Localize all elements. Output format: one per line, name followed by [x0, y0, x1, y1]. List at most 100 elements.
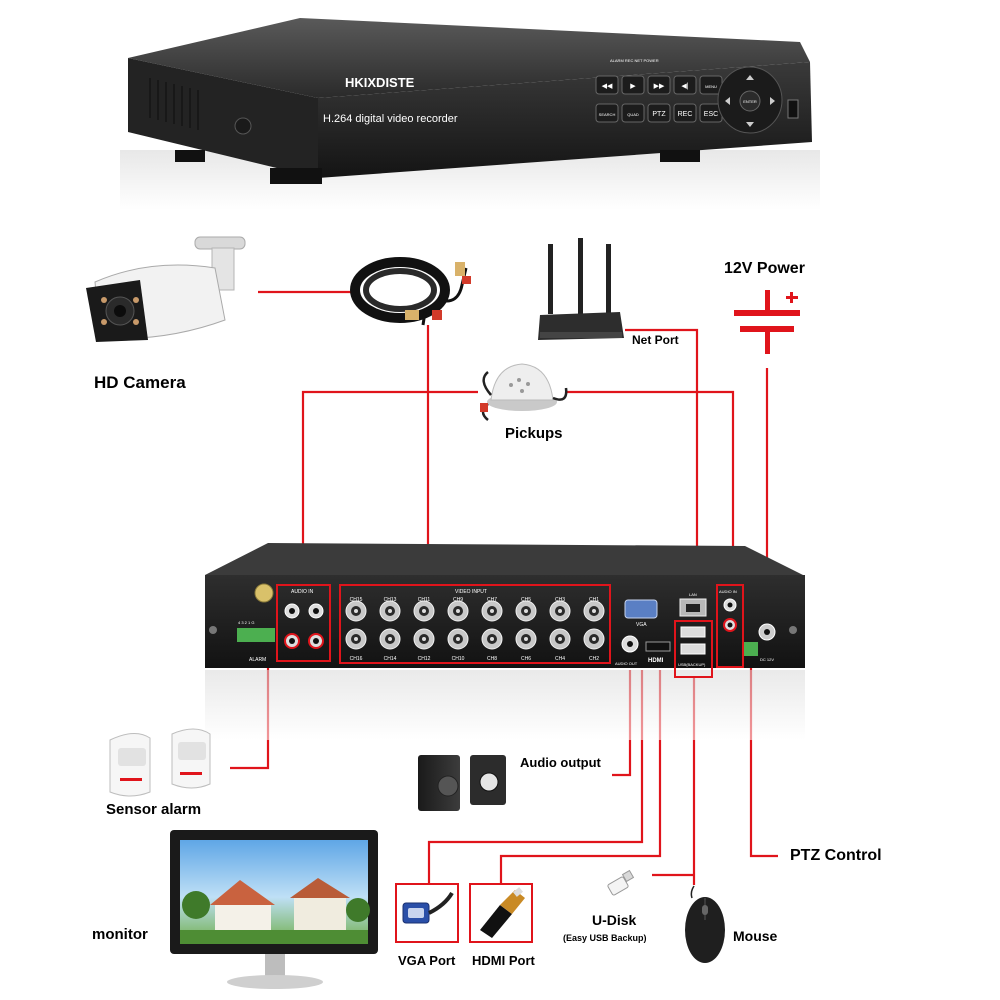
dvr-top-cover — [128, 18, 810, 98]
dpad-right-icon[interactable] — [770, 97, 775, 105]
screw-icon — [209, 626, 217, 634]
bnc-input-ch1[interactable] — [583, 600, 605, 622]
pir-lens — [118, 748, 146, 766]
camera-mount — [194, 236, 246, 250]
hdmi-port-label: HDMI Port — [472, 953, 536, 968]
udisk-label: U-Disk — [592, 912, 637, 928]
bnc-input-ch4[interactable] — [549, 628, 571, 650]
bnc-connector-icon — [455, 262, 465, 276]
sensor-alarms — [109, 728, 211, 797]
usb-port[interactable] — [680, 626, 706, 638]
mouse-icon — [685, 885, 725, 963]
pir-lens — [178, 742, 206, 760]
usb-port[interactable] — [680, 643, 706, 655]
front-button-top-1[interactable]: ▶ — [621, 75, 645, 95]
bnc-input-ch3[interactable] — [549, 600, 571, 622]
lawn — [180, 930, 368, 944]
bnc-input-ch15[interactable] — [345, 600, 367, 622]
bnc-input-ch2[interactable] — [583, 628, 605, 650]
house-roof — [210, 880, 275, 905]
alarm-label: ALARM — [249, 657, 266, 663]
bnc-input-ch9[interactable] — [447, 600, 469, 622]
channel-label: CH2 — [589, 656, 599, 662]
front-button-bottom-3[interactable]: REC — [673, 103, 697, 123]
vent-slots — [149, 78, 199, 130]
audio-in-right-title: AUDIO IN — [719, 589, 737, 594]
front-button-top-0[interactable]: ◀◀ — [595, 75, 619, 95]
audio-in-right-jack-center — [727, 602, 733, 608]
audio-out-jack-center — [627, 641, 633, 647]
alarm-terminal-block[interactable] — [237, 628, 275, 642]
mouse-label: Mouse — [733, 928, 778, 944]
bnc-input-ch12[interactable] — [413, 628, 435, 650]
bnc-input-ch7[interactable] — [481, 600, 503, 622]
front-button-bottom-1[interactable]: QUAD — [621, 103, 645, 123]
ir-led — [101, 319, 107, 325]
pickup-to-audio-in-left-wire — [301, 390, 478, 590]
hdmi-port-text: HDMI — [648, 658, 664, 664]
front-button-label: ▶▶ — [654, 83, 665, 90]
mouse-wheel — [702, 905, 708, 915]
bnc-input-ch16[interactable] — [345, 628, 367, 650]
hdmi-cable-box — [469, 883, 533, 943]
dpad-enter-label: ENTER — [743, 99, 757, 104]
monitor-neck — [265, 954, 285, 976]
dpad-left-icon[interactable] — [725, 97, 730, 105]
ir-led — [101, 297, 107, 303]
front-button-top-2[interactable]: ▶▶ — [647, 75, 671, 95]
ptz-rs485-terminal[interactable] — [744, 642, 758, 656]
house-wall — [215, 905, 271, 933]
bnc-input-ch10[interactable] — [447, 628, 469, 650]
pir-led-strip — [120, 778, 142, 781]
front-button-bottom-2[interactable]: PTZ — [647, 103, 671, 123]
ground-screw-icon — [254, 583, 274, 603]
usb-text: USB(BACKUP) — [678, 662, 706, 667]
bnc-input-ch13[interactable] — [379, 600, 401, 622]
bnc-connector-icon — [405, 310, 419, 320]
navigation-dpad[interactable]: ENTER — [717, 66, 783, 134]
dpad-down-icon[interactable] — [746, 122, 754, 127]
channel-label: CH5 — [521, 597, 531, 603]
front-button-top-4[interactable]: MENU — [699, 75, 723, 95]
channel-label: CH6 — [521, 656, 531, 662]
front-button-label: SEARCH — [599, 112, 616, 117]
router — [538, 238, 624, 340]
channel-label: CH4 — [555, 656, 565, 662]
power-label: 12V Power — [724, 260, 805, 277]
hdmi-port[interactable] — [645, 641, 671, 652]
dvr-foot — [270, 168, 322, 184]
front-button-bottom-0[interactable]: SEARCH — [595, 103, 619, 123]
video-input-highlight — [339, 584, 611, 664]
channel-label: CH8 — [487, 656, 497, 662]
router-antenna — [578, 238, 583, 314]
dvr-back-reflection — [205, 670, 805, 740]
dvr-back-top — [205, 543, 805, 576]
audio-in-right-highlight — [716, 584, 744, 668]
bnc-input-ch11[interactable] — [413, 600, 435, 622]
bnc-input-ch8[interactable] — [481, 628, 503, 650]
pir-led-strip — [180, 772, 202, 775]
dvr-back-unit: 4 3 2 1 G ALARM AUDIO IN VIDEO INPUT CH1… — [205, 543, 805, 740]
router-to-lan-wire — [625, 328, 699, 592]
vga-port[interactable] — [624, 599, 658, 619]
channel-label: CH7 — [487, 597, 497, 603]
bnc-input-ch14[interactable] — [379, 628, 401, 650]
brand-logo: HKIXDISTE — [345, 75, 415, 90]
dc-text: DC 12V — [760, 657, 774, 662]
model-text: H.264 digital video recorder — [323, 113, 458, 125]
router-front-strip — [540, 332, 622, 338]
audio-in-left-jacks[interactable] — [284, 603, 324, 649]
usb-front-port[interactable] — [787, 99, 799, 119]
ir-led — [133, 319, 139, 325]
front-button-label: ◀| — [681, 83, 688, 90]
dvr-foot — [175, 150, 205, 162]
pickup-microphone — [480, 363, 568, 421]
front-button-top-3[interactable]: ◀| — [673, 75, 697, 95]
router-antenna — [606, 244, 611, 314]
vga-cable-icon — [402, 891, 454, 924]
pickup-dome — [490, 363, 554, 401]
dpad-up-icon[interactable] — [746, 75, 754, 80]
bnc-input-ch5[interactable] — [515, 600, 537, 622]
bnc-input-ch6[interactable] — [515, 628, 537, 650]
